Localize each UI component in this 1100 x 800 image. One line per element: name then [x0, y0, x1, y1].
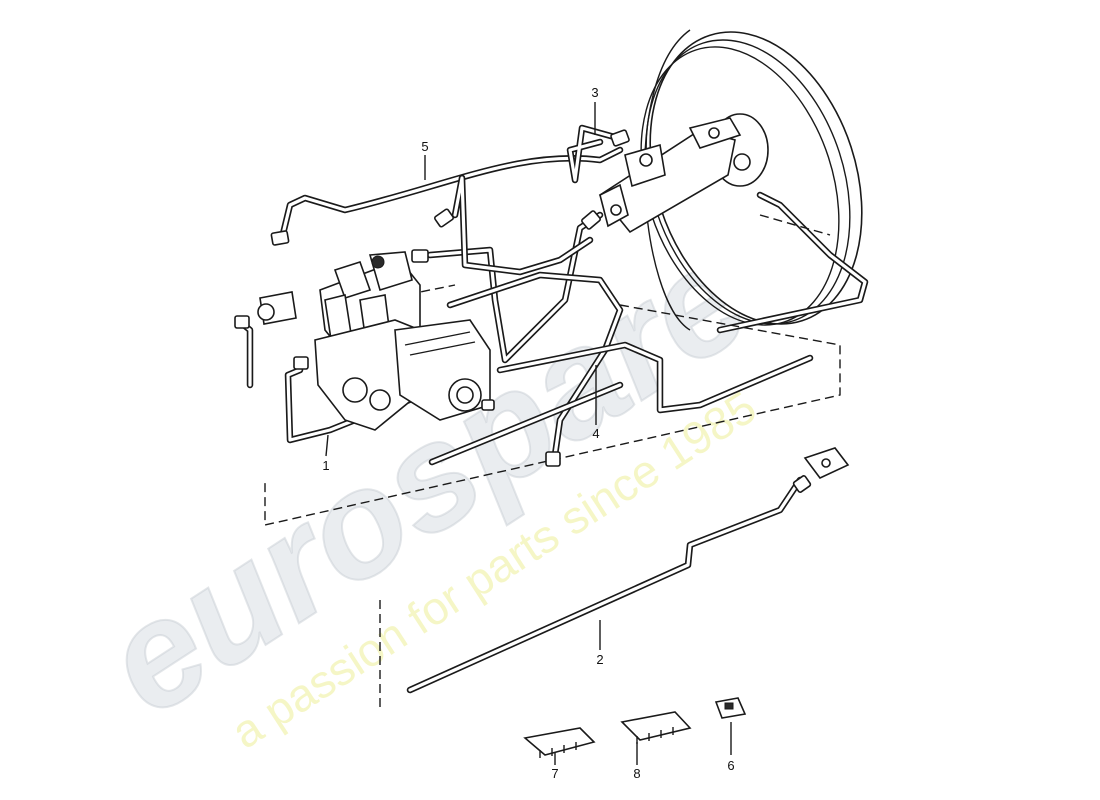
callout-1: 1 — [322, 458, 329, 473]
fittings — [234, 129, 812, 493]
brake-booster — [640, 29, 863, 331]
clip-8 — [620, 711, 692, 744]
dashed-guides — [264, 214, 841, 710]
leader-lines — [325, 102, 732, 765]
callout-2: 2 — [596, 652, 603, 667]
callout-5: 5 — [421, 139, 428, 154]
callouts: 1 2 3 4 5 6 7 8 — [322, 85, 734, 781]
callout-4: 4 — [592, 426, 599, 441]
clip-6 — [714, 697, 747, 719]
callout-8: 8 — [633, 766, 640, 781]
t-fitting — [803, 447, 850, 479]
master-cylinder — [598, 117, 742, 234]
callout-7: 7 — [551, 766, 558, 781]
brake-lines — [236, 124, 869, 694]
callout-6: 6 — [727, 758, 734, 773]
callout-3: 3 — [591, 85, 598, 100]
clip-7 — [523, 727, 596, 758]
hydraulic-unit — [257, 251, 491, 431]
